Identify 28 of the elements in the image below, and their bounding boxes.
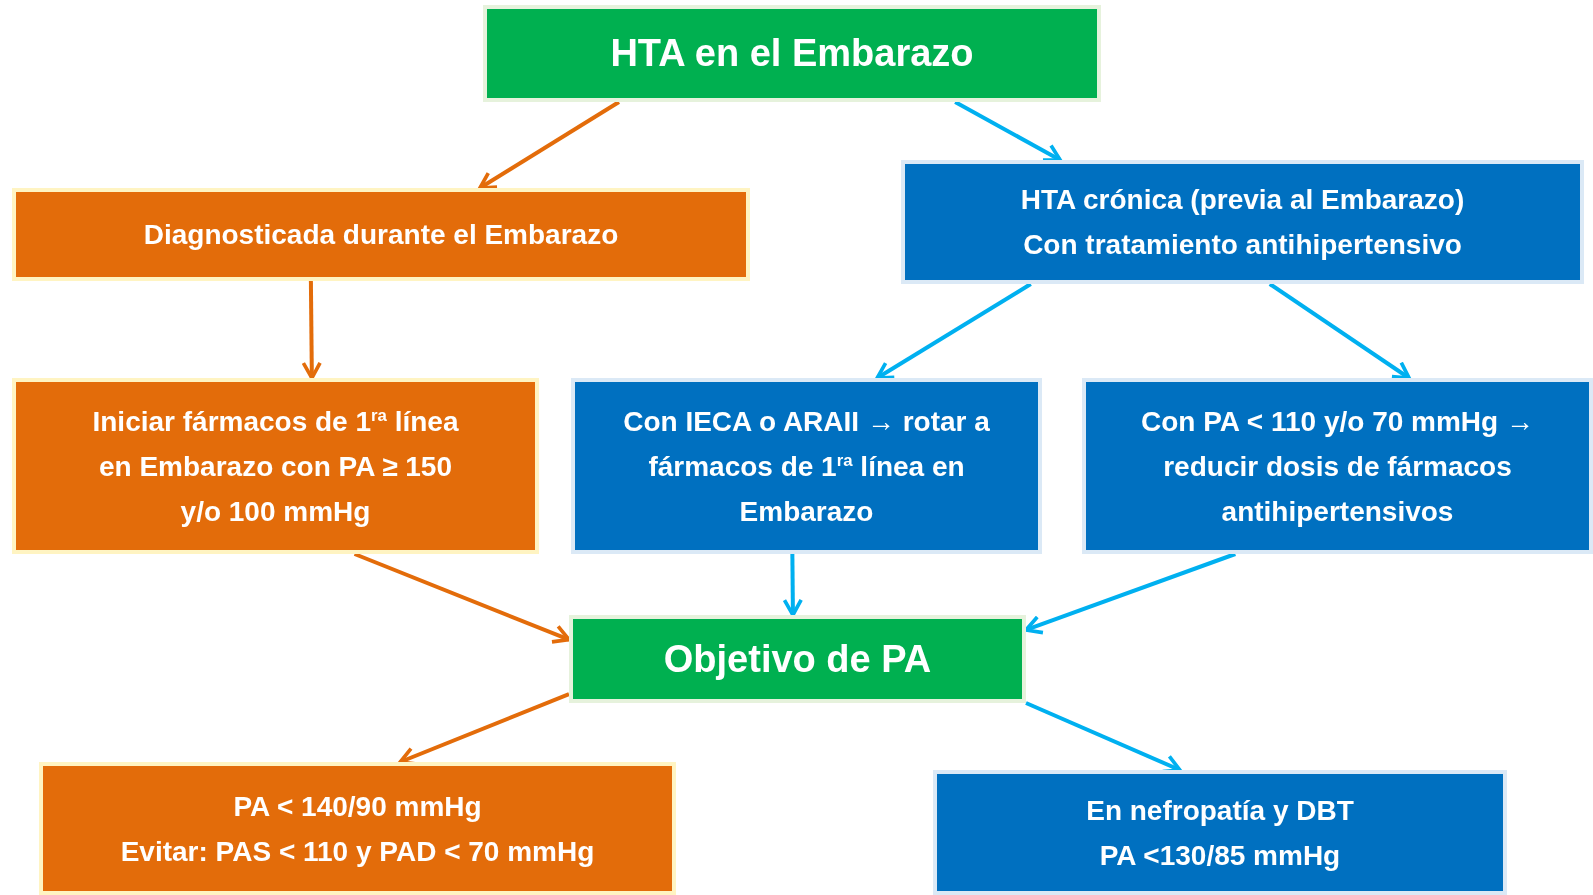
process-box bbox=[39, 762, 676, 895]
arrow bbox=[301, 280, 322, 380]
box-text: PA < 140/90 mmHg bbox=[233, 789, 482, 824]
process-box bbox=[1082, 378, 1593, 554]
box-text: HTA crónica (previa al Embarazo) bbox=[1020, 183, 1465, 217]
arrow bbox=[954, 100, 1062, 162]
arrow bbox=[478, 100, 620, 190]
process-box bbox=[569, 615, 1026, 703]
arrow bbox=[353, 552, 571, 644]
box-text: PA <130/85 mmHg bbox=[1099, 838, 1341, 873]
arrow bbox=[782, 553, 803, 617]
process-box bbox=[12, 188, 750, 281]
box-text: Con PA < 110 y/o 70 mmHg → reducir dosis de fármacos antihipertensivos bbox=[1140, 404, 1535, 529]
process-box bbox=[12, 378, 539, 554]
box-text: En nefropatía y DBT bbox=[1086, 793, 1354, 828]
process-box bbox=[901, 160, 1584, 284]
box-text: Evitar: PAS < 110 y PAD < 70 mmHg bbox=[120, 834, 595, 869]
box-text: Iniciar fármacos de 1$^{ra}$ línea en Embarazo con PA ≥ 150 y/o 100 mmHg bbox=[91, 404, 460, 529]
box-text: Con IECA o ARAII → rotar a fármacos de 1$^{ra}$ línea en Embarazo bbox=[622, 404, 991, 529]
box-text: Diagnosticada durante el Embarazo bbox=[143, 218, 619, 252]
box-text: Objetivo de PA bbox=[663, 636, 932, 682]
process-box bbox=[571, 378, 1042, 554]
box-text: Con tratamiento antihipertensivo bbox=[1023, 228, 1462, 262]
process-box bbox=[483, 5, 1101, 102]
process-box bbox=[933, 770, 1507, 895]
box-text: HTA en el Embarazo bbox=[610, 31, 974, 76]
arrow bbox=[1268, 282, 1411, 380]
arrow bbox=[875, 282, 1032, 380]
